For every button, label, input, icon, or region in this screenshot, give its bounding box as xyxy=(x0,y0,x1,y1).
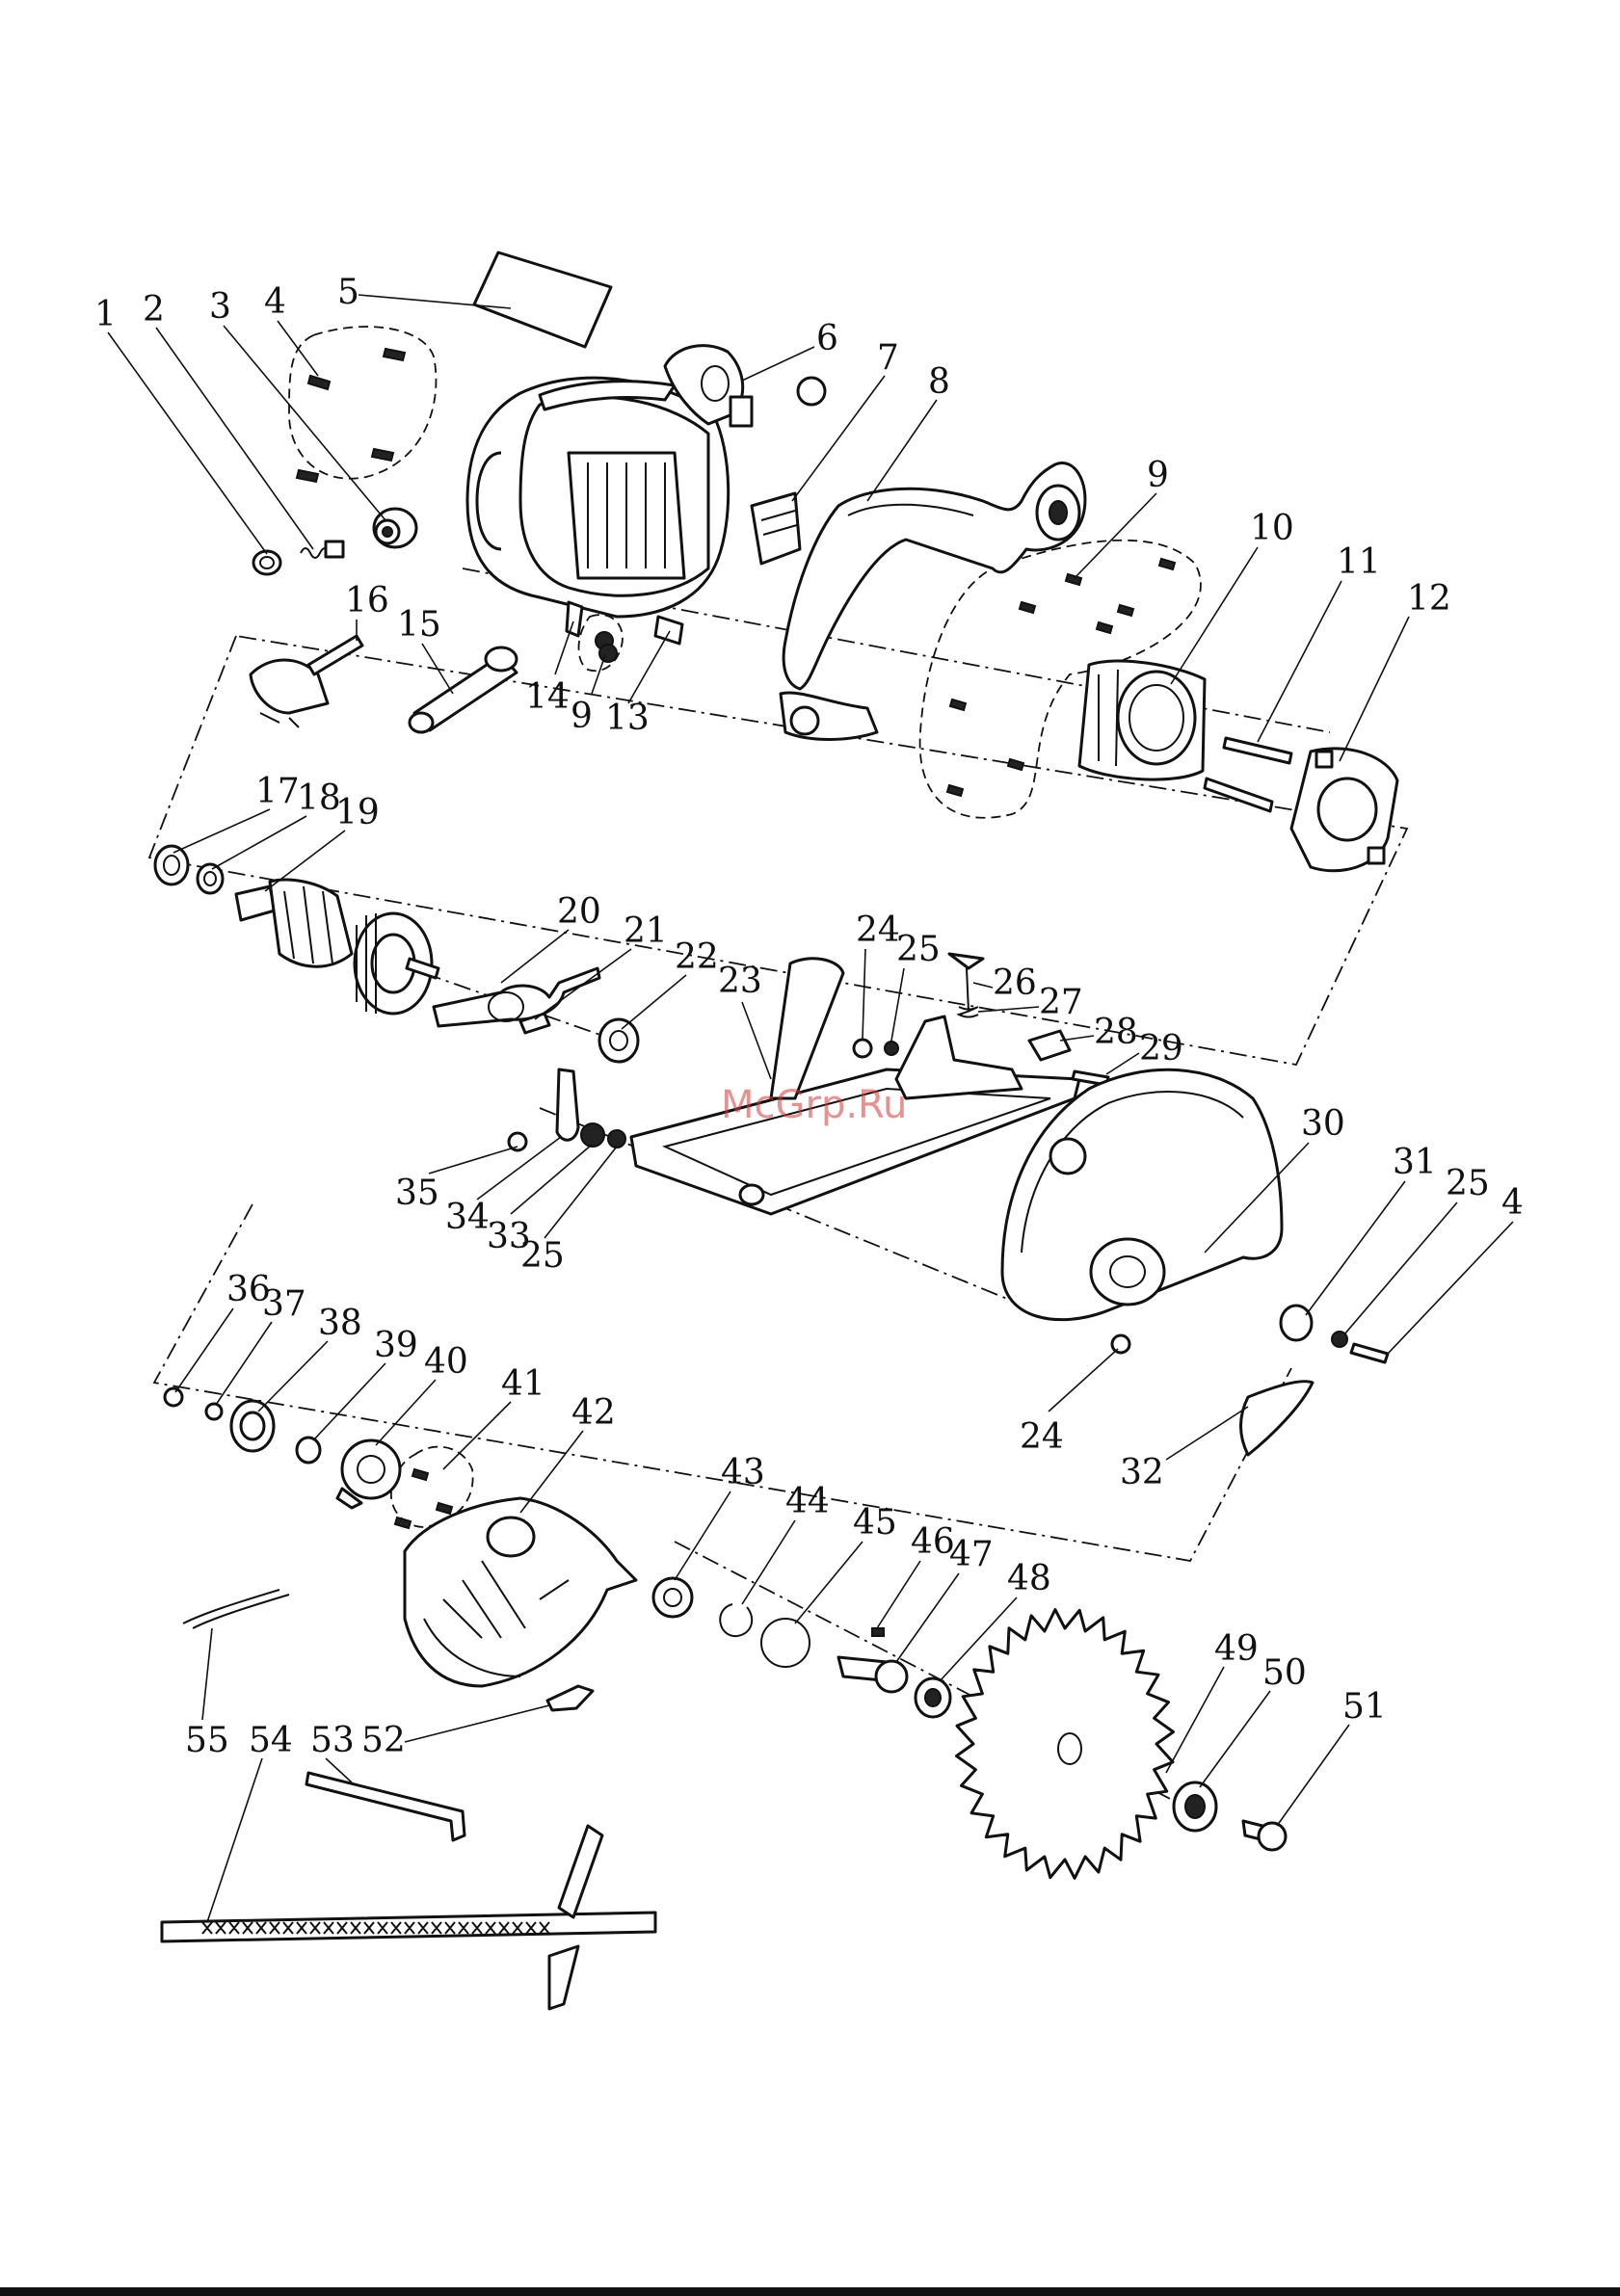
callout-label: 47 xyxy=(949,1535,994,1574)
watermark: McGrp.Ru xyxy=(721,1083,907,1127)
callout-label: 31 xyxy=(1393,1143,1437,1182)
callout-label: 32 xyxy=(1120,1453,1164,1492)
callout-label: 10 xyxy=(1250,509,1294,548)
callout-label: 52 xyxy=(361,1721,406,1760)
callout-label: 12 xyxy=(1407,579,1451,619)
callout-label: 20 xyxy=(557,892,601,932)
bottom-rule xyxy=(0,2287,1620,2296)
circlip-44 xyxy=(720,1604,752,1636)
callout-label: 27 xyxy=(1039,983,1083,1022)
parts-33-34-35 xyxy=(509,1069,625,1150)
callout-label: 25 xyxy=(520,1236,565,1276)
callout-label: 16 xyxy=(345,581,389,620)
callout-label: 13 xyxy=(605,699,650,738)
switch xyxy=(752,493,800,564)
shaft-15 xyxy=(410,647,517,732)
callout-label: 6 xyxy=(816,319,838,358)
callout-label: 38 xyxy=(318,1304,362,1343)
callout-label: 8 xyxy=(928,362,950,402)
callout-label: 55 xyxy=(185,1721,229,1760)
callout-label: 7 xyxy=(877,338,899,378)
brush-spring-and-carbon xyxy=(301,541,343,558)
rating-label xyxy=(474,252,611,347)
washer-and-bolt xyxy=(1332,1332,1388,1362)
stator xyxy=(1079,661,1205,779)
callout-label: 44 xyxy=(785,1482,830,1521)
callout-label: 5 xyxy=(337,273,359,312)
callout-label: 2 xyxy=(143,290,165,330)
callout-label: 29 xyxy=(1139,1029,1183,1069)
callout-label: 37 xyxy=(262,1284,306,1324)
callout-label: 30 xyxy=(1301,1104,1345,1144)
baffle-20 xyxy=(434,968,599,1026)
bearing-17 xyxy=(155,846,188,884)
bush-31 xyxy=(1281,1306,1312,1340)
callout-label: 50 xyxy=(1262,1653,1307,1693)
callout-label: 28 xyxy=(1094,1013,1138,1052)
key-46 xyxy=(872,1628,884,1636)
outer-flange-50 xyxy=(1174,1782,1216,1831)
handle xyxy=(781,463,1085,740)
callout-label: 14 xyxy=(525,677,570,717)
callout-label: 40 xyxy=(424,1342,468,1382)
callout-label: 24 xyxy=(1020,1417,1064,1457)
callout-label: 45 xyxy=(853,1503,897,1543)
callout-label: 39 xyxy=(374,1326,418,1365)
bearing-18 xyxy=(198,864,223,893)
callout-label: 49 xyxy=(1214,1629,1259,1669)
callout-label: 25 xyxy=(896,930,941,969)
callout-label: 21 xyxy=(624,911,668,951)
callout-label: 46 xyxy=(911,1522,955,1562)
callout-label: 51 xyxy=(1342,1687,1387,1727)
callout-label: 19 xyxy=(335,793,380,832)
guard-lever-52 xyxy=(547,1686,593,1710)
callout-label: 26 xyxy=(993,963,1037,1003)
callout-label: 15 xyxy=(397,605,441,645)
callout-label: 53 xyxy=(310,1721,355,1760)
gear-box-42 xyxy=(405,1498,636,1686)
callout-label: 25 xyxy=(1446,1164,1490,1203)
hex-key-53 xyxy=(306,1773,465,1840)
blade-bolt-51 xyxy=(1243,1821,1286,1850)
saw-blade-49 xyxy=(957,1610,1174,1879)
callout-label: 18 xyxy=(297,779,341,818)
callout-label: 35 xyxy=(395,1174,439,1213)
callout-label: 34 xyxy=(445,1198,490,1237)
callout-label: 48 xyxy=(1007,1559,1051,1598)
wing-nut-28 xyxy=(1029,1031,1070,1060)
callout-label: 54 xyxy=(249,1721,293,1760)
wing-screw-26-27 xyxy=(949,954,983,1017)
callout-label: 24 xyxy=(856,910,900,950)
rip-fence-54 xyxy=(162,1826,655,2009)
callout-label: 17 xyxy=(255,772,300,811)
callout-label: 4 xyxy=(264,282,286,322)
callout-label: 9 xyxy=(1147,456,1169,495)
inner-flange-48 xyxy=(916,1678,950,1717)
callout-label: 3 xyxy=(209,287,231,327)
callout-label: 22 xyxy=(675,937,719,977)
callout-label: 9 xyxy=(571,697,593,736)
armature-19 xyxy=(236,880,438,1014)
callout-label: 23 xyxy=(718,962,762,1001)
spring-55 xyxy=(183,1590,289,1628)
bearing-22 xyxy=(599,1019,638,1062)
ring-45 xyxy=(761,1619,810,1667)
callout-label: 41 xyxy=(501,1364,545,1404)
spindle-47 xyxy=(838,1657,907,1692)
gear-parts-36-39 xyxy=(165,1388,320,1463)
brush-cap xyxy=(253,551,280,574)
lever-32 xyxy=(1241,1382,1314,1455)
callout-label: 4 xyxy=(1501,1183,1524,1223)
bearing-43 xyxy=(653,1578,692,1617)
callout-label: 42 xyxy=(571,1393,616,1433)
motor-housing xyxy=(467,346,752,617)
callout-label: 1 xyxy=(94,295,117,334)
switch-button xyxy=(798,378,825,405)
brush-bracket-plate xyxy=(1291,749,1397,871)
long-screws xyxy=(1205,738,1291,811)
callout-label: 11 xyxy=(1337,542,1381,582)
callout-label: 43 xyxy=(721,1453,765,1492)
cable-clamp-16 xyxy=(251,636,362,727)
